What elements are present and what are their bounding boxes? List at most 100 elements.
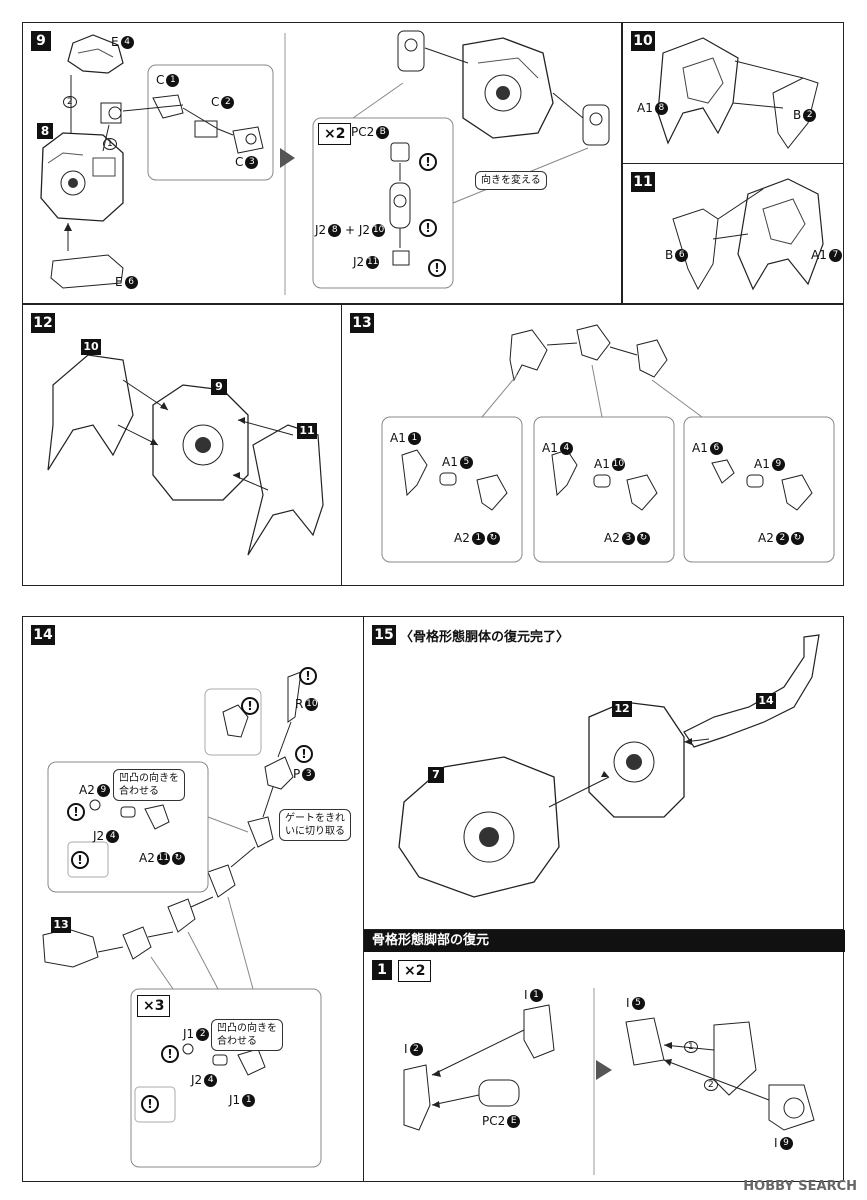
p-text: P bbox=[293, 767, 301, 781]
align-callout-2: 凹凸の向きを 合わせる bbox=[211, 1019, 283, 1051]
i-text: I bbox=[524, 988, 528, 1002]
a1-number: 9 bbox=[771, 458, 785, 471]
a1-text: A1 bbox=[811, 248, 827, 262]
warning-icon: ! bbox=[161, 1045, 179, 1063]
gate-trim-callout: ゲートをきれ いに切り取る bbox=[279, 809, 351, 841]
a2-number: 2 bbox=[775, 532, 789, 545]
step-14-illustration bbox=[42, 671, 322, 1168]
a1-text: A1 bbox=[542, 441, 558, 455]
a2-number: 1 bbox=[471, 532, 485, 545]
j2c-text: J2 bbox=[353, 255, 365, 269]
leg-section-title: 骨格形態脚部の復元 bbox=[364, 930, 845, 952]
i-text: I bbox=[774, 1136, 778, 1150]
j2-number: 4 bbox=[106, 830, 120, 843]
a1-number: 1 bbox=[407, 432, 421, 445]
step-12-number: 12 bbox=[31, 313, 55, 333]
pc2-text: PC2 bbox=[482, 1114, 506, 1128]
warning-icon: ! bbox=[299, 667, 317, 685]
j1-text: J1 bbox=[183, 1027, 195, 1041]
subassembly-12-ref: 12 bbox=[612, 701, 632, 717]
subassembly-11-ref: 11 bbox=[297, 423, 317, 439]
step-15-number: 15 bbox=[372, 625, 396, 645]
i-text: I bbox=[404, 1042, 408, 1056]
j1-number: 1 bbox=[242, 1094, 256, 1107]
i-number: 1 bbox=[529, 989, 543, 1002]
align-callout: 凹凸の向きを 合わせる bbox=[113, 769, 185, 801]
c3-number: 3 bbox=[245, 156, 259, 169]
subassembly-7-ref: 7 bbox=[428, 767, 444, 783]
j2-number: 4 bbox=[204, 1074, 218, 1087]
step-13-number: 13 bbox=[350, 313, 374, 333]
j1-number: 2 bbox=[196, 1028, 210, 1041]
step-11-number: 11 bbox=[631, 172, 655, 192]
warning-icon: ! bbox=[71, 851, 89, 869]
a1-text: A1 bbox=[594, 457, 610, 471]
c2-number: 2 bbox=[221, 96, 235, 109]
j2-text: J2 bbox=[93, 829, 105, 843]
leg-step-1-number: 1 bbox=[372, 960, 392, 980]
warning-icon: ! bbox=[419, 153, 437, 171]
pc2-number: B bbox=[376, 126, 390, 139]
e4-text: E bbox=[111, 35, 119, 49]
leg-multiply-2-badge: ×2 bbox=[398, 960, 432, 982]
step-15-panel: 15 〈骨格形態胴体の復元完了〉 7 12 14 bbox=[363, 616, 844, 930]
j2a-number: 8 bbox=[328, 224, 342, 237]
a2-text: A2 bbox=[758, 531, 774, 545]
leg-step-illustration bbox=[403, 988, 815, 1175]
j2b-number: 10 bbox=[372, 224, 386, 237]
subassembly-13-ref: 13 bbox=[51, 917, 71, 933]
pc2-number: E bbox=[507, 1115, 521, 1128]
rotate-icon: ↻ bbox=[171, 852, 185, 865]
multiply-3-badge: ×3 bbox=[137, 995, 171, 1017]
c1-number: 1 bbox=[166, 74, 180, 87]
j2a-text: J2 bbox=[315, 223, 327, 237]
step-15-title: 〈骨格形態胴体の復元完了〉 bbox=[400, 630, 570, 645]
a1-number: 5 bbox=[459, 456, 473, 469]
rotate-icon: ↻ bbox=[636, 532, 650, 545]
a1-text: A1 bbox=[754, 457, 770, 471]
step-12-panel: 12 10 9 11 bbox=[22, 304, 342, 586]
c2-text: C bbox=[211, 95, 220, 109]
rotate-icon: ↻ bbox=[790, 532, 804, 545]
step-15-illustration bbox=[398, 634, 820, 898]
p-number: 3 bbox=[302, 768, 316, 781]
warning-icon: ! bbox=[67, 803, 85, 821]
j2c-number: 11 bbox=[366, 256, 380, 269]
a2-number: 3 bbox=[621, 532, 635, 545]
order-2-label: 2 bbox=[704, 1076, 718, 1091]
order-2-label: 2 bbox=[63, 93, 77, 108]
r-number: 10 bbox=[305, 698, 319, 711]
warning-icon: ! bbox=[428, 259, 446, 277]
a1-text: A1 bbox=[442, 455, 458, 469]
i-number: 2 bbox=[409, 1043, 423, 1056]
a1-number: 6 bbox=[709, 442, 723, 455]
e4-number: 4 bbox=[120, 36, 134, 49]
order-number: 1 bbox=[684, 1041, 698, 1053]
subassembly-9-ref: 9 bbox=[211, 379, 227, 395]
subassembly-8-ref: 8 bbox=[37, 123, 53, 139]
a1-number: 7 bbox=[828, 249, 842, 262]
step-9-illustration bbox=[40, 30, 610, 295]
